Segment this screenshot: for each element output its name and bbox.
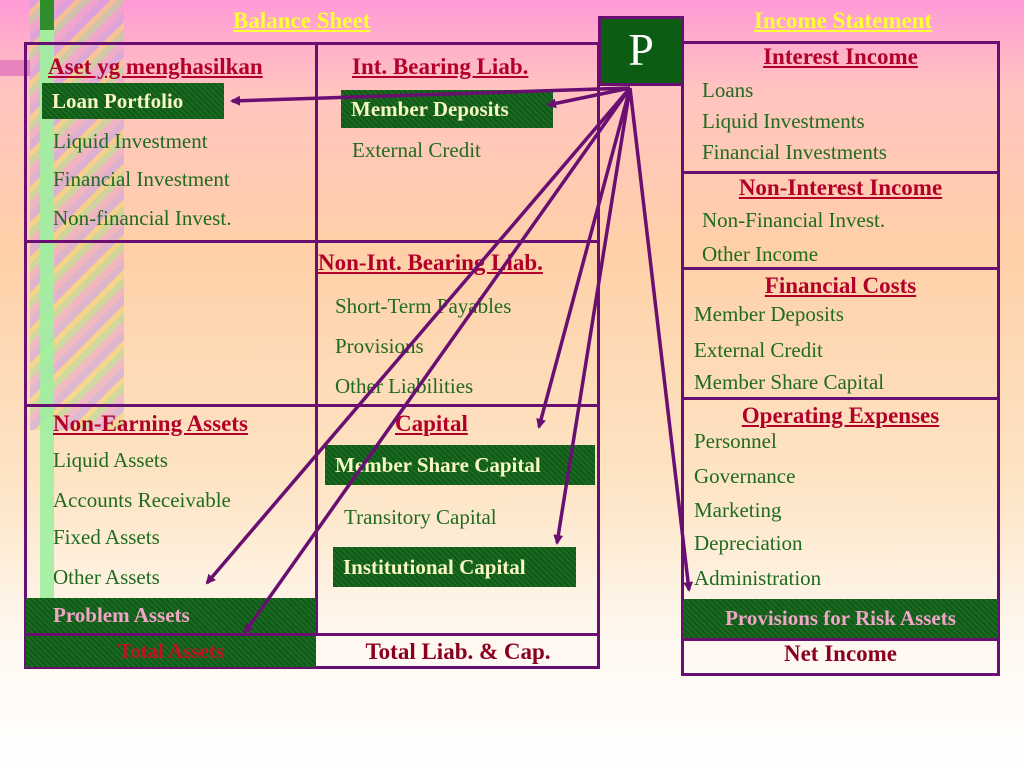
income-row-divider-1: [683, 171, 998, 174]
non-earning-asset-item: Fixed Assets: [53, 525, 160, 549]
financial-cost-item: External Credit: [694, 338, 823, 362]
loan-portfolio-box: Loan Portfolio: [42, 83, 224, 119]
interest-income-item: Liquid Investments: [702, 109, 865, 133]
arrow-to-capital: [536, 87, 632, 429]
non-interest-income-title: Non-Interest Income: [738, 175, 943, 200]
capital-item: Transitory Capital: [344, 505, 497, 529]
interest-income-item: Financial Investments: [702, 140, 887, 164]
balance-sheet-heading: Balance Sheet: [233, 8, 371, 33]
int-bearing-liab-title: Int. Bearing Liab.: [352, 54, 529, 79]
income-row-divider-3: [683, 397, 998, 400]
financial-costs-title: Financial Costs: [764, 273, 917, 298]
net-income-label: Net Income: [783, 641, 898, 666]
total-assets-box: Total Assets: [26, 636, 316, 667]
decorative-green-strip: [40, 0, 54, 640]
operating-expense-item: Governance: [694, 464, 796, 488]
balance-sheet-divider: [315, 44, 318, 636]
earning-asset-item: Liquid Investment: [53, 129, 208, 153]
balance-sheet-row-divider-1: [26, 240, 598, 243]
earning-assets-title: Aset yg menghasilkan: [48, 54, 263, 79]
operating-expense-item: Marketing: [694, 498, 782, 522]
arrow-to-loan-portfolio: [230, 86, 631, 106]
non-interest-income-item: Other Income: [702, 242, 819, 266]
interest-income-title: Interest Income: [763, 44, 918, 69]
non-earning-assets-title: Non-Earning Assets: [53, 411, 248, 436]
arrow-to-other-assets: [205, 86, 632, 585]
interest-income-item: Loans: [702, 78, 754, 102]
financial-cost-item: Member Deposits: [694, 302, 844, 326]
decorative-bar: [0, 60, 30, 76]
income-row-divider-2: [683, 267, 998, 270]
p-box: P: [598, 16, 684, 86]
non-earning-asset-item: Other Assets: [53, 565, 160, 589]
non-int-bearing-liab-item: Other Liabilities: [335, 374, 474, 398]
operating-expense-item: Personnel: [694, 429, 777, 453]
arrow-to-problem-assets: [243, 86, 632, 634]
arrow-to-institutional-capital: [553, 87, 632, 545]
arrow-to-administration: [628, 87, 694, 592]
non-earning-asset-item: Liquid Assets: [53, 448, 168, 472]
non-interest-income-item: Non-Financial Invest.: [702, 208, 886, 232]
operating-expense-item: Administration: [694, 566, 822, 590]
arrow-to-member-deposits: [546, 86, 631, 109]
provisions-risk-assets-box: Provisions for Risk Assets: [683, 599, 998, 638]
operating-expense-item: Depreciation: [694, 531, 803, 555]
member-share-capital-box: Member Share Capital: [325, 445, 595, 485]
problem-assets-box: Problem Assets: [26, 598, 316, 633]
int-bearing-liab-item: External Credit: [352, 138, 481, 162]
operating-expenses-title: Operating Expenses: [741, 403, 940, 428]
earning-asset-item: Non-financial Invest.: [53, 206, 232, 230]
financial-cost-item: Member Share Capital: [694, 370, 885, 394]
capital-title: Capital: [395, 411, 468, 436]
total-liab-cap-label: Total Liab. & Cap.: [365, 639, 551, 664]
balance-sheet-total-divider: [26, 633, 598, 636]
institutional-capital-box: Institutional Capital: [333, 547, 576, 587]
balance-sheet-panel: [24, 42, 600, 669]
income-statement-heading: Income Statement: [754, 8, 933, 33]
non-earning-asset-item: Accounts Receivable: [53, 488, 231, 512]
income-row-divider-4: [683, 638, 998, 641]
earning-asset-item: Financial Investment: [53, 167, 230, 191]
balance-sheet-row-divider-2: [26, 404, 598, 407]
income-statement-panel: [681, 41, 1000, 676]
